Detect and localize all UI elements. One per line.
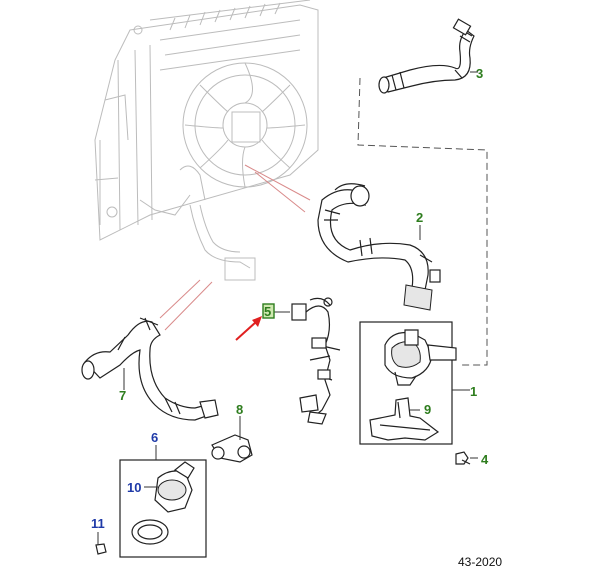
part-6-pump [131, 461, 195, 545]
callout-3: 3 [476, 66, 483, 81]
part-8-connector [211, 434, 253, 463]
diagram-id: 43-2020 [458, 555, 502, 569]
leader-lines [97, 71, 478, 545]
part-6-box [119, 459, 207, 558]
callout-11: 11 [91, 516, 105, 531]
part-4-bolt [455, 451, 471, 465]
part-5-harness [291, 297, 341, 425]
part-1-box [359, 321, 453, 445]
callout-2: 2 [416, 210, 423, 225]
callout-10: 10 [127, 480, 141, 495]
callout-6: 6 [151, 430, 158, 445]
part-11-bolt [95, 543, 107, 555]
callout-8: 8 [236, 402, 243, 417]
callout-5: 5 [264, 304, 271, 319]
red-arrow [235, 316, 262, 341]
part-9-bracket [369, 397, 440, 441]
radiator-outlet-hose-bg [189, 204, 251, 269]
callout-7: 7 [119, 388, 126, 403]
part-7-hose [81, 317, 219, 421]
callout-5-highlight [262, 303, 275, 319]
callout-1: 1 [470, 384, 477, 399]
reference-lines [159, 164, 311, 331]
part-3-hose [378, 18, 475, 94]
radiator-fan-assembly [94, 0, 319, 241]
callout-4: 4 [481, 452, 489, 467]
part-2-hose [317, 183, 441, 311]
connection-path [357, 77, 488, 366]
part-1-pump [384, 329, 457, 386]
callout-9: 9 [424, 402, 431, 417]
